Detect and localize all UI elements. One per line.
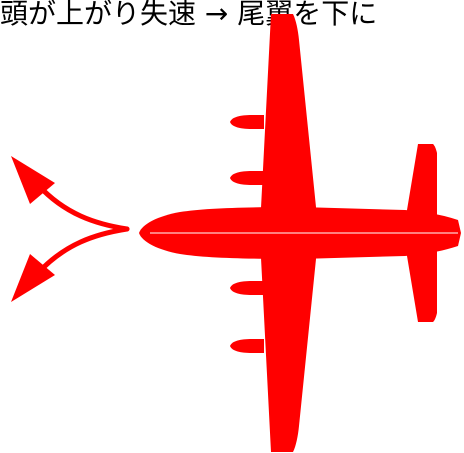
diagram-caption: 頭が上がり失速 → 尾翼を下に <box>0 0 378 30</box>
engine-3 <box>230 281 264 295</box>
lower-arrowhead <box>11 254 55 302</box>
engine-1 <box>230 115 264 129</box>
engine-2 <box>230 171 264 185</box>
upper-arrowhead <box>11 156 55 204</box>
upper-arrow-curve <box>35 182 130 232</box>
engine-4 <box>230 339 264 353</box>
lower-arrow-curve <box>35 226 130 276</box>
split-arrows-icon <box>35 182 130 276</box>
